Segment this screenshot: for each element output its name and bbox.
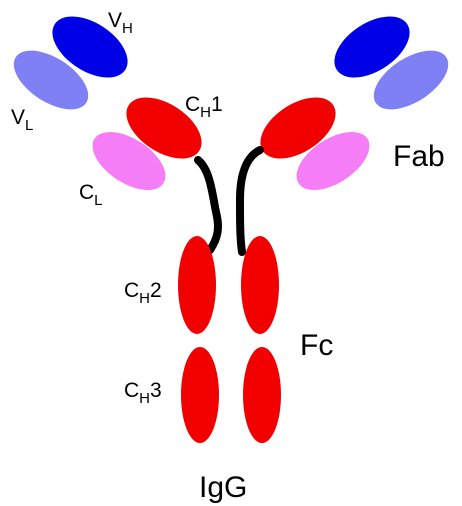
igg-title: IgG [199,471,247,504]
left-hinge [198,160,218,250]
right-ch3-domain [243,347,281,443]
vh-label: VH [108,9,133,37]
ch1-label: CH1 [185,93,223,121]
right-ch2-domain [241,236,279,334]
fab-label: Fab [393,140,445,173]
vl-label: VL [11,106,33,134]
fc-label: Fc [300,329,333,362]
left-ch2-domain [178,236,216,334]
left-ch3-domain [181,347,219,443]
ch2-label: CH2 [124,279,162,307]
ch3-label: CH3 [124,379,162,407]
cl-label: CL [79,181,103,209]
